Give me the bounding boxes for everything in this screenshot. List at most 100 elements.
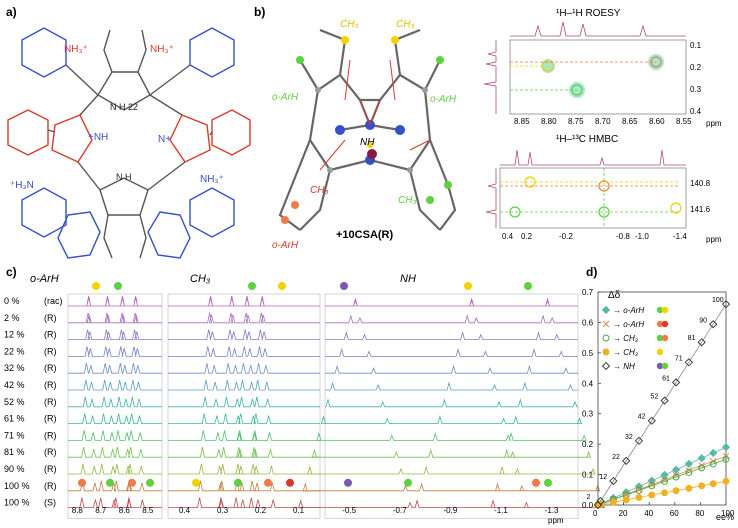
roesy-side-trace (483, 40, 497, 114)
assignment-dot (404, 478, 412, 487)
nh-label-right: N+ (158, 134, 171, 145)
data-point (721, 300, 731, 309)
legend-dot (656, 348, 664, 356)
y-tick-label: 0.7 (582, 288, 594, 297)
hmbc-x-tick: -1.0 (635, 232, 649, 241)
data-point (697, 454, 706, 463)
reagent-label: +10CSA(R) (336, 229, 393, 241)
assignment-dot (248, 282, 256, 290)
roesy-x-tick: 8.75 (568, 117, 584, 126)
data-point (672, 471, 680, 479)
roesy-title: ¹H–¹H ROESY (556, 8, 621, 19)
data-point (609, 498, 617, 506)
spectra-x-tick: -0.7 (393, 506, 407, 515)
row-ee-label: 42 % (4, 380, 25, 390)
spectra-region-frame (324, 293, 579, 519)
row-form-label: (R) (44, 414, 57, 424)
spectrum-trace (168, 413, 320, 424)
legend-dot (661, 306, 669, 314)
point-label: 90 (699, 317, 707, 324)
row-ee-label: 52 % (4, 397, 25, 407)
spectra-x-tick: -0.5 (342, 506, 356, 515)
y-tick-label: 0.0 (582, 501, 594, 510)
data-point (722, 455, 730, 463)
assignment-dot (92, 282, 100, 290)
model-label-ch3-bottom-right: CH₃ (398, 195, 416, 206)
noe-arrows (319, 59, 431, 171)
roesy-x-tick: 8.80 (541, 117, 557, 126)
spectrum-trace (325, 347, 578, 357)
spectra-x-tick: 0.2 (255, 506, 267, 515)
spectra-region-frame (167, 293, 321, 519)
row-form-label: (R) (44, 397, 57, 407)
model-label-nh: NH (360, 137, 375, 148)
assignment-dot (286, 478, 294, 487)
x-tick-label: 80 (695, 509, 704, 518)
spectrum-trace (68, 295, 162, 307)
spectrum-trace (307, 465, 596, 475)
spectra-x-tick: 8.6 (119, 506, 131, 515)
hmbc-x-tick: -1.4 (673, 232, 687, 241)
data-point (634, 436, 644, 445)
data-point (661, 477, 669, 485)
point-label: 71 (675, 355, 683, 362)
spectra-region-frame (67, 293, 163, 519)
row-ee-label: 2 % (4, 313, 20, 323)
roesy-x-tick: 8.85 (514, 117, 530, 126)
spectrum-trace (68, 497, 162, 508)
spectrum-trace (68, 413, 162, 424)
spectrum-trace (68, 346, 162, 357)
nh-label-top: N H 22 (110, 102, 138, 112)
spectrum-trace (168, 497, 320, 508)
spectrum-trace (325, 381, 578, 391)
spectra-region-title: CH₃ (190, 273, 211, 285)
spectra-x-tick: -1.1 (494, 506, 508, 515)
model-label-oarh-bottom: o-ArH (272, 240, 299, 251)
point-label: 61 (662, 375, 670, 382)
row-form-label: (R) (44, 464, 57, 474)
spectrum-trace (68, 329, 162, 340)
row-form-label: (rac) (44, 296, 63, 306)
hmbc-x-tick: -0.2 (559, 232, 573, 241)
data-point (648, 482, 656, 490)
data-point (697, 338, 706, 347)
roesy-y-ticks: 0.10.20.30.4 (690, 41, 702, 116)
data-point (709, 448, 718, 458)
spectrum-trace (325, 398, 578, 408)
data-point (684, 459, 694, 469)
row-form-label: (R) (44, 313, 57, 323)
row-ee-label: 32 % (4, 363, 25, 373)
model-label-ch3-left: CH₃ (340, 19, 358, 30)
spectra-x-tick: 8.7 (95, 506, 107, 515)
y-tick-label: 0.3 (582, 410, 594, 419)
model-label-ch3-bottom-left: CH₃ (310, 185, 328, 196)
spectrum-trace (325, 331, 578, 340)
legend-dot (661, 334, 669, 342)
spectra-row-labels: 0 %(rac)2 %(R)12 %(R)22 %(R)32 %(R)42 %(… (4, 296, 63, 508)
row-ee-label: 100 % (4, 498, 30, 508)
panel-b: CH₃ CH₃ o-ArH o-ArH NH CH₃ CH₃ o-ArH +10… (262, 8, 722, 251)
panel-c-label: c) (6, 265, 17, 279)
spectrum-trace (68, 480, 162, 492)
hmbc-x-tick: 0.2 (521, 232, 533, 241)
data-point (698, 462, 706, 469)
assignment-dot (344, 478, 352, 487)
spectra-frames (67, 293, 579, 519)
chart-series-points (593, 300, 731, 510)
data-point (671, 378, 681, 387)
y-tick-label: 0.1 (582, 471, 594, 480)
row-ee-label: 71 % (4, 430, 25, 440)
model-label-oarh-right: o-ArH (430, 94, 457, 105)
roesy-x-tick: 8.65 (622, 117, 638, 126)
y-tick-label: 0.6 (582, 318, 594, 327)
data-point (635, 486, 643, 494)
legend-marker (602, 348, 610, 356)
hmbc-guides (500, 168, 680, 228)
